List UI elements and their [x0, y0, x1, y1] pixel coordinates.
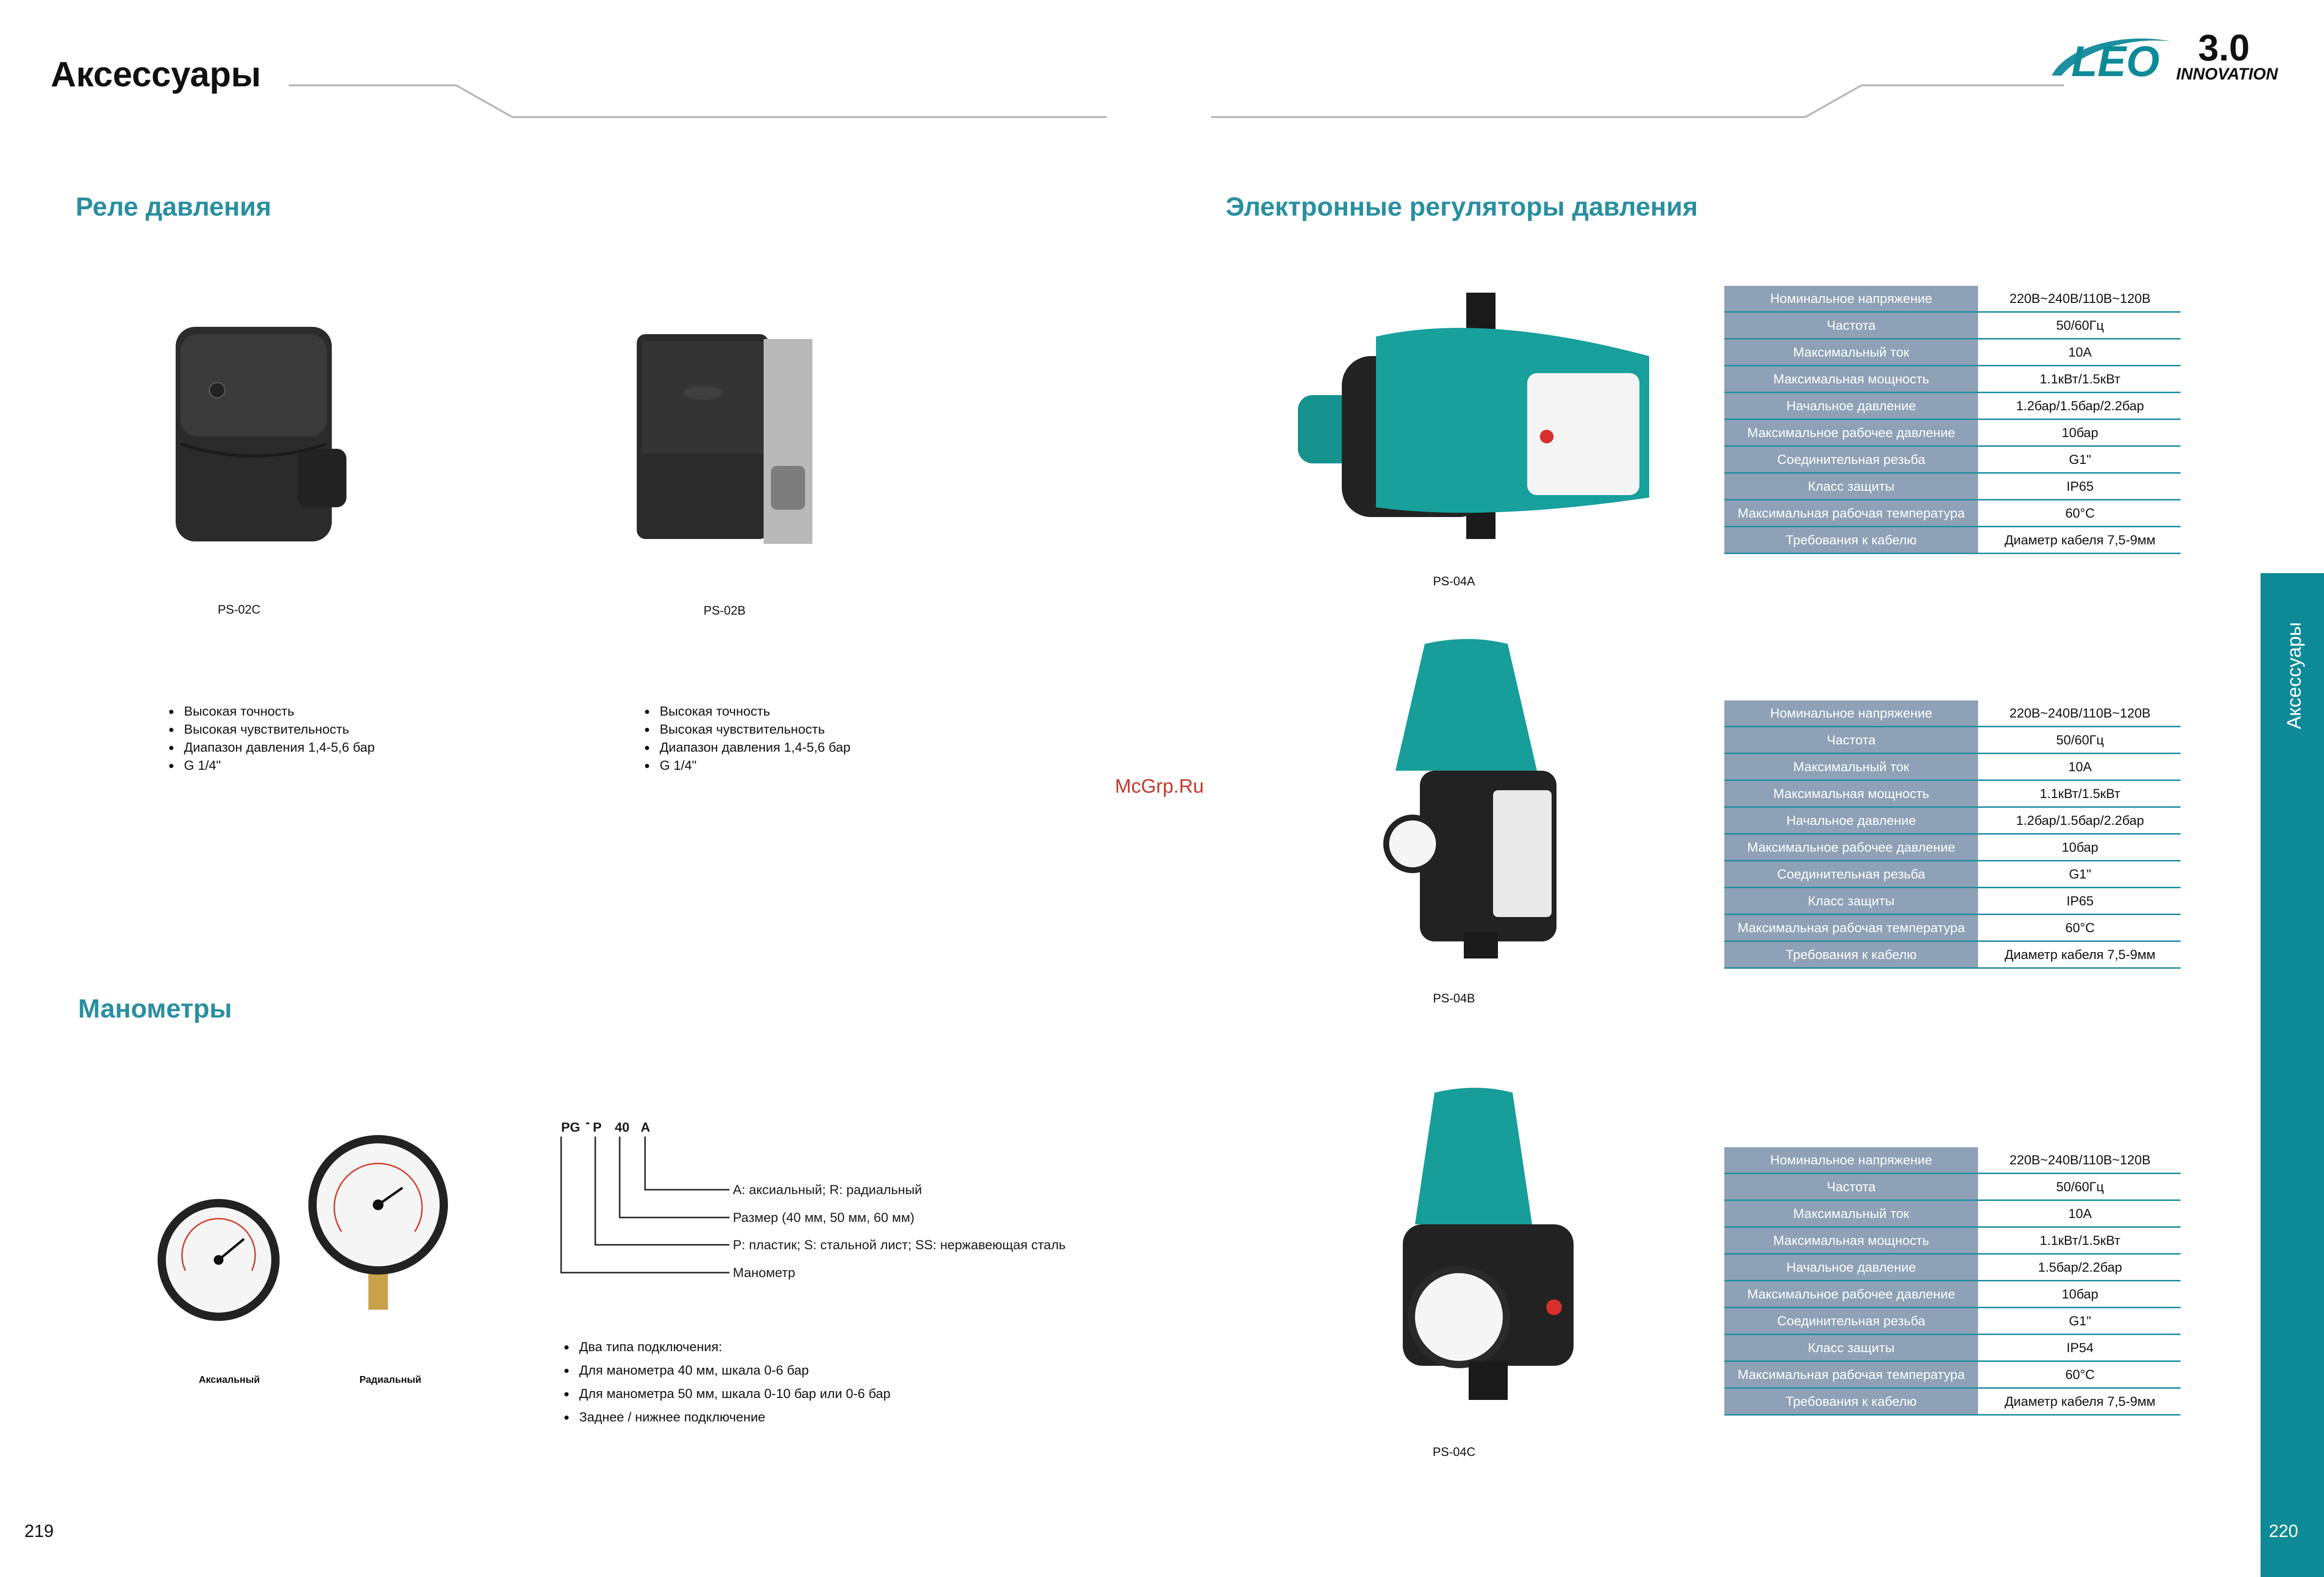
list-item: Для манометра 50 мм, шкала 0-10 бар или …	[564, 1382, 890, 1406]
axial-label: Аксиальный	[199, 1375, 260, 1385]
ps02b-image	[637, 334, 812, 544]
ps04a-image	[1298, 293, 1649, 539]
list-item: Для манометра 40 мм, шкала 0-6 бар	[564, 1358, 890, 1382]
code-leader-lines	[560, 1137, 729, 1274]
list-item: Заднее / нижнее подключение	[564, 1405, 890, 1429]
radial-label: Радиальный	[359, 1375, 422, 1385]
ps02b-features: Высокая точность Высокая чувствительност…	[644, 702, 850, 775]
page-number-left: 219	[24, 1521, 54, 1541]
model-ps04b: PS-04B	[1433, 992, 1475, 1005]
axial-gauge-image	[158, 1199, 280, 1321]
side-tab-label: Аксессуары	[2284, 622, 2305, 729]
ps04c-image	[1403, 1088, 1574, 1400]
heading-controllers: Электронные регуляторы давления	[1226, 192, 1698, 221]
heading-pressure-switches: Реле давления	[76, 192, 272, 221]
code-explain-a: A: аксиальный; R: радиальный	[733, 1182, 922, 1197]
list-item: Два типа подключения:	[564, 1335, 890, 1359]
ps04b-image	[1383, 639, 1556, 958]
code-explain-material: P: пластик; S: стальной лист; SS: нержав…	[733, 1238, 1066, 1252]
model-ps02c: PS-02C	[218, 603, 261, 617]
model-ps02b: PS-02B	[703, 604, 746, 618]
page-number-right: 220	[2269, 1521, 2299, 1541]
ps02c-image	[176, 327, 346, 541]
list-item: Высокая точность	[644, 702, 850, 721]
model-ps04c: PS-04C	[1433, 1445, 1475, 1459]
page-title: Аксессуары	[51, 55, 261, 94]
code-40: 40	[615, 1120, 630, 1135]
watermark: McGrp.Ru	[1115, 776, 1204, 797]
list-item: G 1/4"	[168, 757, 375, 775]
code-a: A	[641, 1120, 650, 1135]
code-explain-size: Размер (40 мм, 50 мм, 60 мм)	[733, 1210, 915, 1225]
leo-logo: LEO 3.0 INNOVATION	[2047, 27, 2301, 85]
list-item: G 1/4"	[644, 757, 850, 775]
code-p: P	[593, 1120, 602, 1135]
list-item: Высокая точность	[168, 702, 375, 721]
list-item: Диапазон давления 1,4-5,6 бар	[168, 739, 375, 757]
code-explain-gauge: Манометр	[733, 1265, 795, 1280]
header-rule	[289, 84, 2064, 118]
code-pg: PG	[561, 1120, 581, 1135]
heading-gauges: Манометры	[78, 994, 232, 1023]
list-item: Высокая чувствительность	[168, 720, 375, 739]
list-item: Диапазон давления 1,4-5,6 бар	[644, 739, 850, 757]
ps02c-features: Высокая точность Высокая чувствительност…	[168, 702, 375, 775]
gauge-notes: Два типа подключения: Для манометра 40 м…	[564, 1335, 890, 1429]
model-ps04a: PS-04A	[1433, 575, 1475, 588]
leo-swoosh-icon	[2052, 38, 2171, 76]
side-tab	[2261, 573, 2324, 1577]
radial-gauge-image	[308, 1135, 448, 1310]
list-item: Высокая чувствительность	[644, 720, 850, 739]
